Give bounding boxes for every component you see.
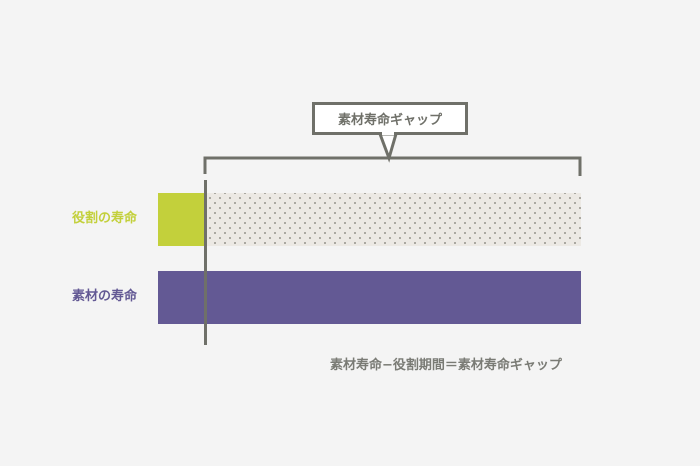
gap-formula: 素材寿命−役割期間＝素材寿命ギャップ (330, 358, 562, 373)
role-life-label: 役割の寿命 (72, 211, 138, 226)
bracket-line (203, 156, 582, 176)
callout-pointer (377, 132, 398, 163)
gap-callout-box: 素材寿命ギャップ (312, 102, 468, 135)
role-end-line (204, 180, 207, 345)
gap-callout-label: 素材寿命ギャップ (337, 113, 442, 128)
material-life-bar (158, 271, 581, 324)
callout-pointer-joint (382, 131, 394, 135)
material-life-label: 素材の寿命 (72, 289, 138, 304)
material-gap-area (205, 193, 581, 246)
role-life-bar (158, 193, 205, 246)
